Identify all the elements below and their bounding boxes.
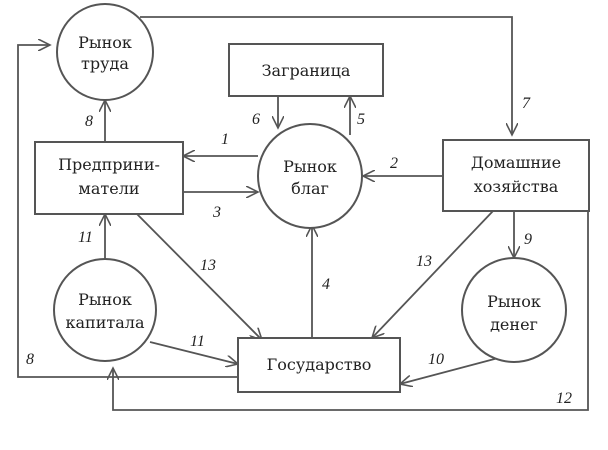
money-market-label-2: денег [490, 315, 538, 334]
money-market-node: Рынок денег [461, 257, 567, 363]
flow-7-label: 7 [522, 95, 531, 112]
flow-11-right-label: 11 [190, 333, 205, 350]
flow-12-label: 12 [556, 390, 572, 407]
goods-market-node: Рынок благ [257, 123, 363, 229]
flow-9-label: 9 [524, 231, 532, 248]
flow-10-arrow [400, 356, 503, 384]
entrepreneurs-label-1: Предприни- [58, 155, 160, 174]
flow-12-arrow [113, 211, 589, 411]
goods-market-label-1: Рынок [283, 157, 337, 176]
flow-2-label: 2 [390, 155, 398, 172]
labor-market-label-1: Рынок [78, 33, 132, 52]
abroad-label: Заграница [262, 61, 351, 80]
flow-8-left-label: 8 [26, 351, 34, 368]
money-market-label-1: Рынок [487, 292, 541, 311]
households-node: Домашние хозяйства [442, 139, 590, 212]
flow-1-label: 1 [221, 131, 229, 148]
flow-8-left-arrow [17, 45, 238, 378]
labor-market-label-2: труда [81, 54, 129, 73]
entrepreneurs-label-2: матели [78, 179, 139, 198]
flow-6-label: 6 [252, 111, 260, 128]
state-label: Государство [267, 355, 372, 374]
abroad-node: Заграница [228, 43, 384, 97]
flow-10-label: 10 [428, 351, 444, 368]
flow-8-label: 8 [85, 113, 93, 130]
capital-market-label-1: Рынок [78, 290, 132, 309]
flow-13-left-arrow [134, 211, 262, 340]
flow-13-left-label: 13 [200, 257, 216, 274]
households-label-2: хозяйства [474, 177, 559, 196]
labor-market-node: Рынок труда [56, 3, 154, 101]
entrepreneurs-node: Предприни- матели [34, 141, 184, 215]
flow-7-arrow [140, 16, 512, 135]
capital-market-label-2: капитала [66, 313, 145, 332]
flow-13-right-label: 13 [416, 253, 432, 270]
households-label-1: Домашние [471, 153, 561, 172]
flow-4-label: 4 [322, 276, 330, 293]
state-node: Государство [237, 337, 401, 393]
capital-market-node: Рынок капитала [53, 258, 157, 362]
flow-11-right-arrow [149, 341, 238, 364]
flow-13-right-arrow [372, 210, 494, 338]
flow-5-label: 5 [357, 111, 365, 128]
flow-11-up-label: 11 [78, 229, 93, 246]
flow-3-label: 3 [212, 204, 221, 221]
goods-market-label-2: благ [291, 179, 329, 198]
